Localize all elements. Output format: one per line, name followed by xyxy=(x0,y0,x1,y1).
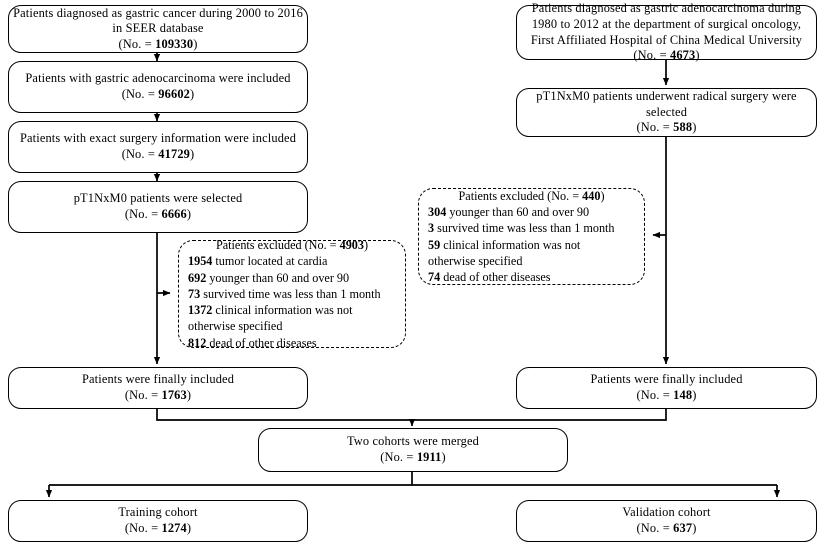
exclusion-header: Patients excluded (No. = 440) xyxy=(458,188,605,203)
exclusion-item: 812 dead of other diseases xyxy=(188,335,317,350)
merge-bus xyxy=(156,409,667,421)
box-line: pT1NxM0 patients were selected xyxy=(73,191,243,206)
split-bus xyxy=(49,472,777,486)
box-two-cohorts-merged: Two cohorts were merged (No. = 1911) xyxy=(258,428,568,472)
exclusion-item: otherwise specified xyxy=(188,319,283,334)
exclusion-header: Patients excluded (No. = 4903) xyxy=(215,238,369,253)
box-line: Patients were finally included xyxy=(590,372,743,387)
exclusion-item: 1954 tumor located at cardia xyxy=(188,254,328,269)
exclusion-box-cmu: Patients excluded (No. = 440) 304 younge… xyxy=(418,188,645,285)
exclusion-item: 692 younger than 60 and over 90 xyxy=(188,270,350,285)
box-count: (No. = 588) xyxy=(636,120,697,135)
exclusion-item: 3 survived time was less than 1 month xyxy=(428,221,615,236)
box-line: Patients diagnosed as gastric cancer dur… xyxy=(13,5,303,20)
box-line: First Affiliated Hospital of China Medic… xyxy=(530,32,803,47)
box-line: Patients were finally included xyxy=(81,372,235,387)
box-training-cohort: Training cohort (No. = 1274) xyxy=(8,500,308,542)
box-line: Training cohort xyxy=(118,505,198,520)
box-line: Validation cohort xyxy=(622,505,711,520)
exclusion-item: 1372 clinical information was not xyxy=(188,303,353,318)
box-line: Patients with exact surgery information … xyxy=(19,131,297,146)
box-seer-source: Patients diagnosed as gastric cancer dur… xyxy=(8,5,308,53)
exclusion-box-seer: Patients excluded (No. = 4903) 1954 tumo… xyxy=(178,238,406,350)
box-cmu-finally-included: Patients were finally included (No. = 14… xyxy=(516,367,817,409)
exclusion-item: 304 younger than 60 and over 90 xyxy=(428,205,590,220)
exclusion-item: 74 dead of other diseases xyxy=(428,269,551,284)
box-line: selected xyxy=(645,104,688,119)
box-count: (No. = 109330) xyxy=(118,36,198,51)
box-count: (No. = 1763) xyxy=(124,388,192,402)
box-count: (No. = 148) xyxy=(636,388,697,402)
box-count: (No. = 6666) xyxy=(124,207,192,221)
box-count: (No. = 637) xyxy=(636,521,697,535)
exclusion-item: otherwise specified xyxy=(428,253,523,268)
box-cmu-radical-surgery: pT1NxM0 patients underwent radical surge… xyxy=(516,88,817,137)
box-line: in SEER database xyxy=(112,21,204,36)
box-count: (No. = 41729) xyxy=(121,147,195,161)
box-line: 1980 to 2012 at the department of surgic… xyxy=(531,16,802,31)
box-count: (No. = 1911) xyxy=(380,450,446,464)
box-cmu-source: Patients diagnosed as gastric adenocarci… xyxy=(516,1,817,62)
box-line: Patients with gastric adenocarcinoma wer… xyxy=(25,71,291,86)
box-count: (No. = 96602) xyxy=(121,87,195,101)
box-line: Two cohorts were merged xyxy=(346,434,480,449)
box-line: pT1NxM0 patients underwent radical surge… xyxy=(536,89,797,104)
box-validation-cohort: Validation cohort (No. = 637) xyxy=(516,500,817,542)
box-adenocarcinoma-included: Patients with gastric adenocarcinoma wer… xyxy=(8,61,308,113)
box-count: (No. = 4673) xyxy=(633,48,700,63)
box-pt1nxm0-selected: pT1NxM0 patients were selected (No. = 66… xyxy=(8,181,308,233)
box-line: Patients diagnosed as gastric adenocarci… xyxy=(531,1,802,16)
box-exact-surgery-included: Patients with exact surgery information … xyxy=(8,121,308,173)
box-count: (No. = 1274) xyxy=(124,521,192,535)
box-seer-finally-included: Patients were finally included (No. = 17… xyxy=(8,367,308,409)
exclusion-item: 73 survived time was less than 1 month xyxy=(188,286,381,301)
exclusion-item: 59 clinical information was not xyxy=(428,237,581,252)
